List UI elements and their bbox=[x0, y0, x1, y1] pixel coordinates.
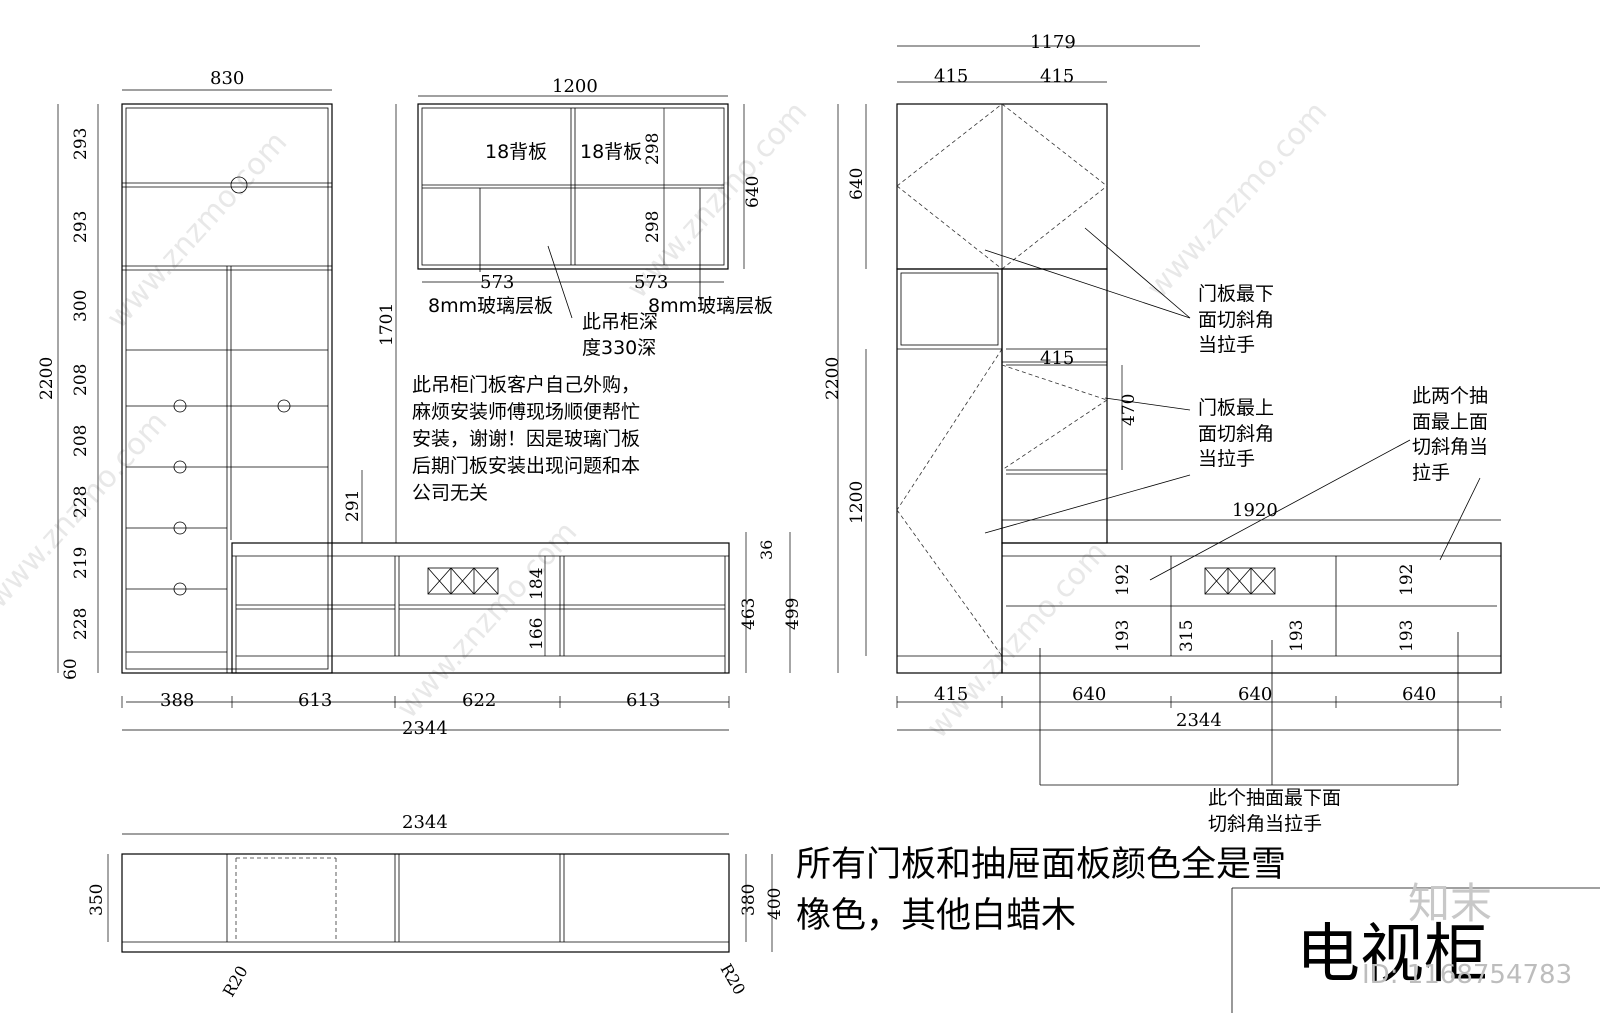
color-note: 所有门板和抽屉面板颜色全是雪 橡色，其他白蜡木 bbox=[796, 840, 1286, 942]
dim-415-b: 415 bbox=[1040, 66, 1074, 87]
dim-573-b: 573 bbox=[634, 272, 668, 293]
watermark-text: www.znzmo.com bbox=[920, 535, 1114, 745]
drawing-title: 电视柜 bbox=[1296, 918, 1488, 992]
dim-1701: 1701 bbox=[377, 303, 397, 346]
dim-193-c: 193 bbox=[1397, 620, 1417, 652]
dim-622: 622 bbox=[462, 690, 496, 711]
right-elevation: 1179 415 415 640 2200 1200 415 470 1920 … bbox=[823, 32, 1502, 786]
dim-613-b: 613 bbox=[626, 690, 660, 711]
two-drawer-note-line: 拉手 bbox=[1412, 461, 1451, 484]
dim-36: 36 bbox=[757, 540, 776, 560]
two-drawer-note-line: 此两个抽 bbox=[1412, 385, 1489, 407]
drawer-bottom-note-line: 切斜角当拉手 bbox=[1208, 812, 1323, 835]
door-top-note-line: 面切斜角 bbox=[1198, 422, 1275, 445]
dim-470: 470 bbox=[1119, 394, 1139, 426]
dim-640-b: 640 bbox=[1238, 684, 1272, 705]
dim-640-right: 640 bbox=[847, 168, 867, 200]
door-bottom-note-line: 当拉手 bbox=[1198, 334, 1256, 357]
depth-note-line-2: 度330深 bbox=[582, 336, 657, 359]
door-note-line: 公司无关 bbox=[412, 481, 489, 504]
dim-415-mid: 415 bbox=[1040, 348, 1074, 369]
dim-left-6: 219 bbox=[71, 547, 91, 579]
watermark-text: www.znzmo.com bbox=[100, 125, 294, 335]
glass-shelf-label-2: 8mm玻璃层板 bbox=[648, 295, 774, 317]
door-bottom-note: 门板最下 面切斜角 当拉手 bbox=[1198, 282, 1274, 359]
door-top-note-line: 门板最上 bbox=[1198, 397, 1275, 419]
dim-350: 350 bbox=[87, 884, 107, 916]
dim-left-5: 228 bbox=[71, 486, 91, 518]
dim-499: 499 bbox=[783, 598, 803, 630]
dim-298-top: 298 bbox=[643, 133, 663, 165]
dim-2200-right: 2200 bbox=[823, 357, 843, 400]
drawer-bottom-note: 此个抽面最下面 切斜角当拉手 bbox=[1208, 786, 1341, 837]
dim-400: 400 bbox=[765, 888, 785, 920]
watermark-text: www.znzmo.com bbox=[1140, 95, 1334, 305]
depth-note-line-1: 此吊柜深 bbox=[582, 311, 659, 333]
dim-left-8: 60 bbox=[61, 658, 81, 680]
dim-184: 184 bbox=[527, 568, 547, 600]
dim-640-wall: 640 bbox=[743, 176, 763, 208]
color-note-line-1: 所有门板和抽屉面板颜色全是雪 bbox=[796, 845, 1287, 885]
back-panel-label-2: 18背板 bbox=[580, 141, 643, 163]
dim-1200: 1200 bbox=[552, 76, 598, 97]
drawer-bottom-note-line: 此个抽面最下面 bbox=[1208, 787, 1342, 809]
dim-830: 830 bbox=[210, 68, 244, 89]
watermark-id: ID: 1168754783 bbox=[1362, 960, 1573, 990]
dim-640-a: 640 bbox=[1072, 684, 1106, 705]
dim-r20-left: R20 bbox=[219, 962, 252, 1000]
dim-315: 315 bbox=[1177, 620, 1197, 652]
left-elevation: 830 2200 293 293 300 208 208 228 219 228… bbox=[37, 68, 803, 739]
dim-463: 463 bbox=[739, 598, 759, 630]
two-drawer-note-line: 面最上面 bbox=[1412, 410, 1489, 433]
door-bottom-note-line: 面切斜角 bbox=[1198, 308, 1275, 331]
dim-388: 388 bbox=[160, 690, 194, 711]
dim-613-a: 613 bbox=[298, 690, 332, 711]
door-note-line: 后期门板安装出现问题和本 bbox=[412, 454, 641, 477]
dim-640-c: 640 bbox=[1402, 684, 1436, 705]
dim-2344-plan: 2344 bbox=[402, 812, 448, 833]
door-top-note: 门板最上 面切斜角 当拉手 bbox=[1198, 396, 1274, 473]
dim-298-bottom: 298 bbox=[643, 211, 663, 243]
door-note-line: 麻烦安装师傅现场顺便帮忙 bbox=[412, 400, 641, 423]
dim-1200-right: 1200 bbox=[847, 481, 867, 524]
dim-192-a: 192 bbox=[1113, 564, 1133, 596]
dim-415-bottom: 415 bbox=[934, 684, 968, 705]
dim-2200-left: 2200 bbox=[37, 357, 57, 400]
dim-left-3: 208 bbox=[71, 364, 91, 396]
dim-573-a: 573 bbox=[480, 272, 514, 293]
dim-291: 291 bbox=[343, 490, 363, 522]
dim-left-0: 293 bbox=[71, 128, 91, 160]
dim-left-2: 300 bbox=[71, 290, 91, 322]
dim-192-b: 192 bbox=[1397, 564, 1417, 596]
dim-left-4: 208 bbox=[71, 425, 91, 457]
glass-shelf-label-1: 8mm玻璃层板 bbox=[428, 295, 554, 317]
dim-1179: 1179 bbox=[1030, 32, 1076, 53]
door-note: 此吊柜门板客户自己外购， 麻烦安装师傅现场顺便帮忙 安装，谢谢！因是玻璃门板 后… bbox=[412, 372, 640, 507]
dim-2344-right: 2344 bbox=[1176, 710, 1222, 731]
dim-left-1: 293 bbox=[71, 211, 91, 243]
two-drawer-note: 此两个抽 面最上面 切斜角当 拉手 bbox=[1412, 384, 1488, 487]
plan-view: 2344 350 380 400 R20 R20 bbox=[87, 812, 785, 1000]
dim-415-a: 415 bbox=[934, 66, 968, 87]
dim-193-b: 193 bbox=[1287, 620, 1307, 652]
dim-1920: 1920 bbox=[1232, 500, 1278, 521]
back-panel-label-1: 18背板 bbox=[485, 141, 548, 163]
dim-380: 380 bbox=[739, 884, 759, 916]
dim-r20-right: R20 bbox=[717, 961, 750, 999]
dim-166: 166 bbox=[527, 618, 547, 650]
door-note-line: 安装，谢谢！因是玻璃门板 bbox=[412, 427, 641, 450]
depth-note: 此吊柜深 度330深 bbox=[582, 310, 658, 361]
door-bottom-note-line: 门板最下 bbox=[1198, 283, 1275, 305]
dim-193-a: 193 bbox=[1113, 620, 1133, 652]
dim-left-7: 228 bbox=[71, 608, 91, 640]
two-drawer-note-line: 切斜角当 bbox=[1412, 436, 1489, 459]
door-top-note-line: 当拉手 bbox=[1198, 448, 1256, 471]
watermark-logo: 知末 bbox=[1408, 879, 1493, 928]
door-note-line: 此吊柜门板客户自己外购， bbox=[412, 374, 641, 396]
color-note-line-2: 橡色，其他白蜡木 bbox=[796, 895, 1077, 936]
dim-2344-left: 2344 bbox=[402, 718, 448, 739]
